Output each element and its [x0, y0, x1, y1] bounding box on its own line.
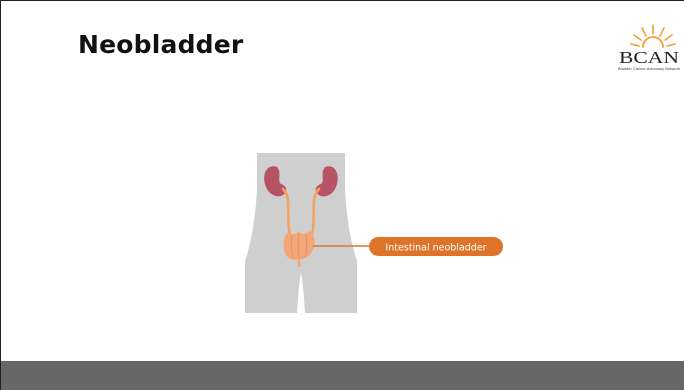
sun-icon: [631, 25, 675, 47]
slide-title: Neobladder: [78, 30, 243, 59]
callout-label: Intestinal neobladder: [369, 237, 503, 256]
footer-bar: [1, 361, 684, 390]
neobladder-diagram: Intestinal neobladder: [229, 149, 529, 317]
body-silhouette: [245, 153, 357, 313]
callout-text: Intestinal neobladder: [385, 243, 486, 254]
logo-wordmark: BCAN: [619, 48, 679, 67]
logo-tagline: Bladder Cancer Advocacy Network: [618, 67, 680, 71]
bcan-logo: BCAN Bladder Cancer Advocacy Network: [613, 21, 684, 73]
